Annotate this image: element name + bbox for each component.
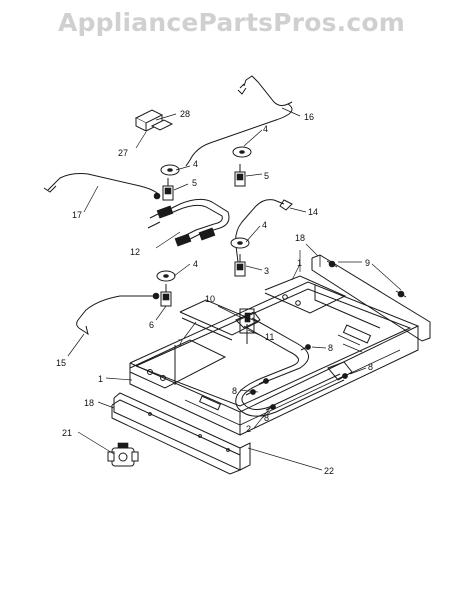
callout-28: 28 [180,109,190,119]
callout-9: 9 [365,258,370,268]
tube-14 [235,199,293,263]
callout-10: 10 [205,294,215,304]
callout-4c: 4 [262,220,267,230]
callout-21: 21 [62,428,72,438]
watermark: AppliancePartsPros.com [57,8,406,37]
callout-27: 27 [118,148,128,158]
tube-16 [185,75,293,167]
callout-15: 15 [56,358,66,368]
gas-valve [107,442,139,467]
callout-7: 7 [178,338,183,348]
callout-8a: 8 [328,343,333,353]
callout-5b: 5 [192,178,197,188]
callout-8b: 8 [368,362,373,372]
tube-17 [43,173,161,200]
callout-11: 11 [265,332,274,342]
burner-tube [235,311,353,417]
side-rail-left [111,399,241,475]
callout-6: 6 [149,320,154,330]
callout-4d: 4 [193,259,198,269]
callout-16: 16 [304,112,314,122]
washers [156,146,252,282]
callout-8c: 8 [232,386,237,396]
callout-4a: 4 [263,124,268,134]
callout-8d: 8 [264,413,269,423]
callout-3: 3 [264,266,269,276]
screws [245,260,407,411]
leader-lines [67,107,402,471]
callout-17: 17 [72,210,82,220]
callout-1b: 1 [98,374,103,384]
tube-15 [76,292,160,336]
burner-box [113,254,431,471]
callout-12: 12 [130,247,140,257]
callout-4b: 4 [193,159,198,169]
bracket-10 [179,299,260,344]
callout-1a: 1 [297,258,302,268]
callout-14: 14 [308,207,318,217]
igniter-switch [134,109,174,132]
callout-22: 22 [324,466,334,476]
callout-labels: 16 28 27 4 4 5 5 17 14 12 4 18 3 4 1 9 1… [56,109,373,476]
callout-2: 2 [246,424,251,434]
callout-18b: 18 [84,398,94,408]
manifold-12 [147,198,230,247]
callout-5a: 5 [264,171,269,181]
callout-18a: 18 [295,233,305,243]
